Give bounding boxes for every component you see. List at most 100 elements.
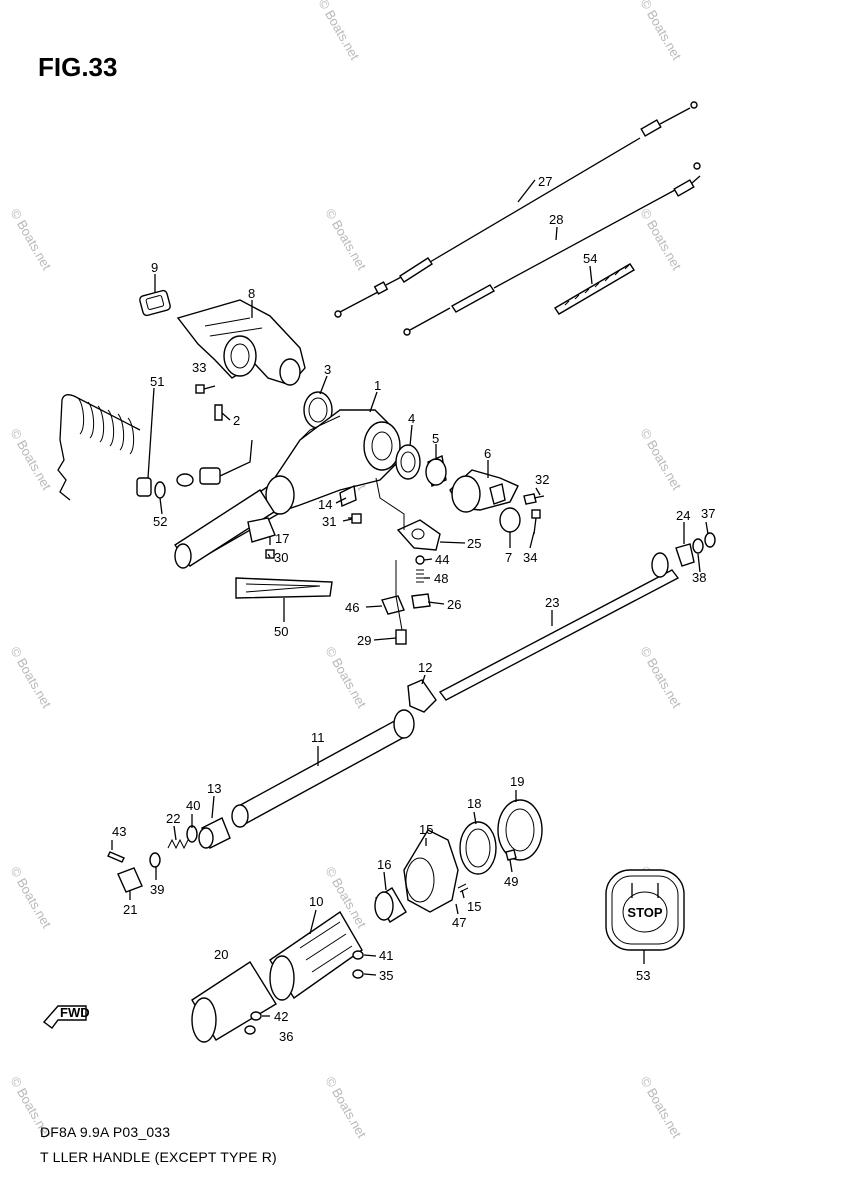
callout-39: 39	[150, 882, 164, 897]
callout-36: 36	[279, 1029, 293, 1044]
bushing-4	[395, 444, 421, 480]
callout-51: 51	[150, 374, 164, 389]
callout-10: 10	[309, 894, 323, 909]
callout-3: 3	[324, 362, 331, 377]
clip-46	[381, 595, 405, 615]
callout-8: 8	[248, 286, 255, 301]
callout-15b: 15	[467, 899, 481, 914]
callout-28: 28	[549, 212, 563, 227]
plug-21	[117, 867, 143, 893]
nut-26	[411, 593, 431, 609]
callout-7: 7	[505, 550, 512, 565]
bracket-25	[396, 519, 441, 551]
callout-23: 23	[545, 595, 559, 610]
tiller-bracket-8	[139, 289, 306, 386]
callout-52: 52	[153, 514, 167, 529]
watermark: © Boats.net	[7, 864, 54, 931]
diagram-caption: T LLER HANDLE (EXCEPT TYPE R)	[40, 1149, 277, 1165]
watermark: © Boats.net	[637, 206, 684, 273]
callout-11: 11	[311, 730, 325, 745]
stop-label: STOP	[627, 905, 662, 920]
callout-41: 41	[379, 948, 393, 963]
watermark: © Boats.net	[637, 0, 684, 63]
callout-54: 54	[583, 251, 597, 266]
callout-18: 18	[467, 796, 481, 811]
watermark: © Boats.net	[7, 426, 54, 493]
callout-numbers: 1 2 3 4 5 6 7 8 9 10 11 12 13 14 15 15 1…	[112, 174, 715, 1044]
stop-decal-53: STOP	[605, 869, 685, 951]
callout-13: 13	[207, 781, 221, 796]
bolt-29	[395, 629, 407, 645]
throttle-shaft-23	[438, 532, 716, 701]
callout-30: 30	[274, 550, 288, 565]
washer-38	[692, 538, 704, 554]
callout-29: 29	[357, 633, 371, 648]
callout-12: 12	[418, 660, 432, 675]
callout-38: 38	[692, 570, 706, 585]
screw-42	[250, 1011, 262, 1021]
decal-50	[235, 577, 333, 599]
inner-tube-11	[231, 709, 415, 828]
screw-36	[244, 1025, 256, 1035]
callout-2: 2	[233, 413, 240, 428]
watermark: © Boats.net	[637, 426, 684, 493]
callout-40: 40	[186, 798, 200, 813]
spring-47	[457, 883, 469, 893]
callout-5: 5	[432, 431, 439, 446]
callout-9: 9	[151, 260, 158, 275]
guide-12	[407, 679, 437, 713]
callout-35: 35	[379, 968, 393, 983]
spring-48	[416, 569, 424, 583]
callout-20: 20	[214, 947, 228, 962]
callout-17: 17	[275, 531, 289, 546]
callout-32: 32	[535, 472, 549, 487]
pin-43	[107, 851, 125, 863]
callout-47: 47	[452, 915, 466, 930]
callout-53: 53	[636, 968, 650, 983]
spring-44	[415, 555, 425, 565]
throttle-cable-27	[334, 101, 698, 318]
callout-24: 24	[676, 508, 690, 523]
spring-22	[167, 838, 189, 850]
ring-52	[154, 481, 166, 499]
callout-27: 27	[538, 174, 552, 189]
callout-21: 21	[123, 902, 137, 917]
plate-19	[497, 799, 543, 861]
bolts	[195, 384, 545, 559]
watermark: © Boats.net	[7, 644, 54, 711]
callout-44: 44	[435, 552, 449, 567]
washer-39	[149, 852, 161, 868]
throttle-cable-28	[403, 162, 701, 336]
callout-43: 43	[112, 824, 126, 839]
friction-ring-18	[459, 821, 497, 875]
diagram-code: DF8A 9.9A P03_033	[40, 1124, 171, 1140]
callout-16: 16	[377, 857, 391, 872]
watermark: © Boats.net	[315, 0, 362, 63]
watermark: © Boats.net	[322, 206, 369, 273]
watermark: © Boats.net	[7, 206, 54, 273]
watermark: © Boats.net	[637, 1074, 684, 1141]
callout-26: 26	[447, 597, 461, 612]
callout-50: 50	[274, 624, 288, 639]
callout-31: 31	[322, 514, 336, 529]
grip-cover-15	[403, 829, 459, 913]
callout-4: 4	[408, 411, 415, 426]
callout-19: 19	[510, 774, 524, 789]
callout-6: 6	[484, 446, 491, 461]
callout-46: 46	[345, 600, 359, 615]
washer-40	[186, 825, 198, 843]
callout-1: 1	[374, 378, 381, 393]
fwd-label: FWD	[60, 1005, 90, 1020]
nut-37	[704, 532, 716, 548]
leader-lines	[111, 179, 709, 1017]
stop-switch-cord-51	[57, 394, 253, 501]
figure-title: FIG.33	[38, 52, 118, 82]
callout-49: 49	[504, 874, 518, 889]
tiller-handle-1	[174, 409, 401, 569]
watermark: © Boats.net	[637, 644, 684, 711]
callout-48: 48	[434, 571, 448, 586]
screw-41	[352, 950, 364, 960]
callout-22: 22	[166, 811, 180, 826]
spiral-tube-54	[554, 263, 635, 315]
watermark: © Boats.net	[322, 1074, 369, 1141]
